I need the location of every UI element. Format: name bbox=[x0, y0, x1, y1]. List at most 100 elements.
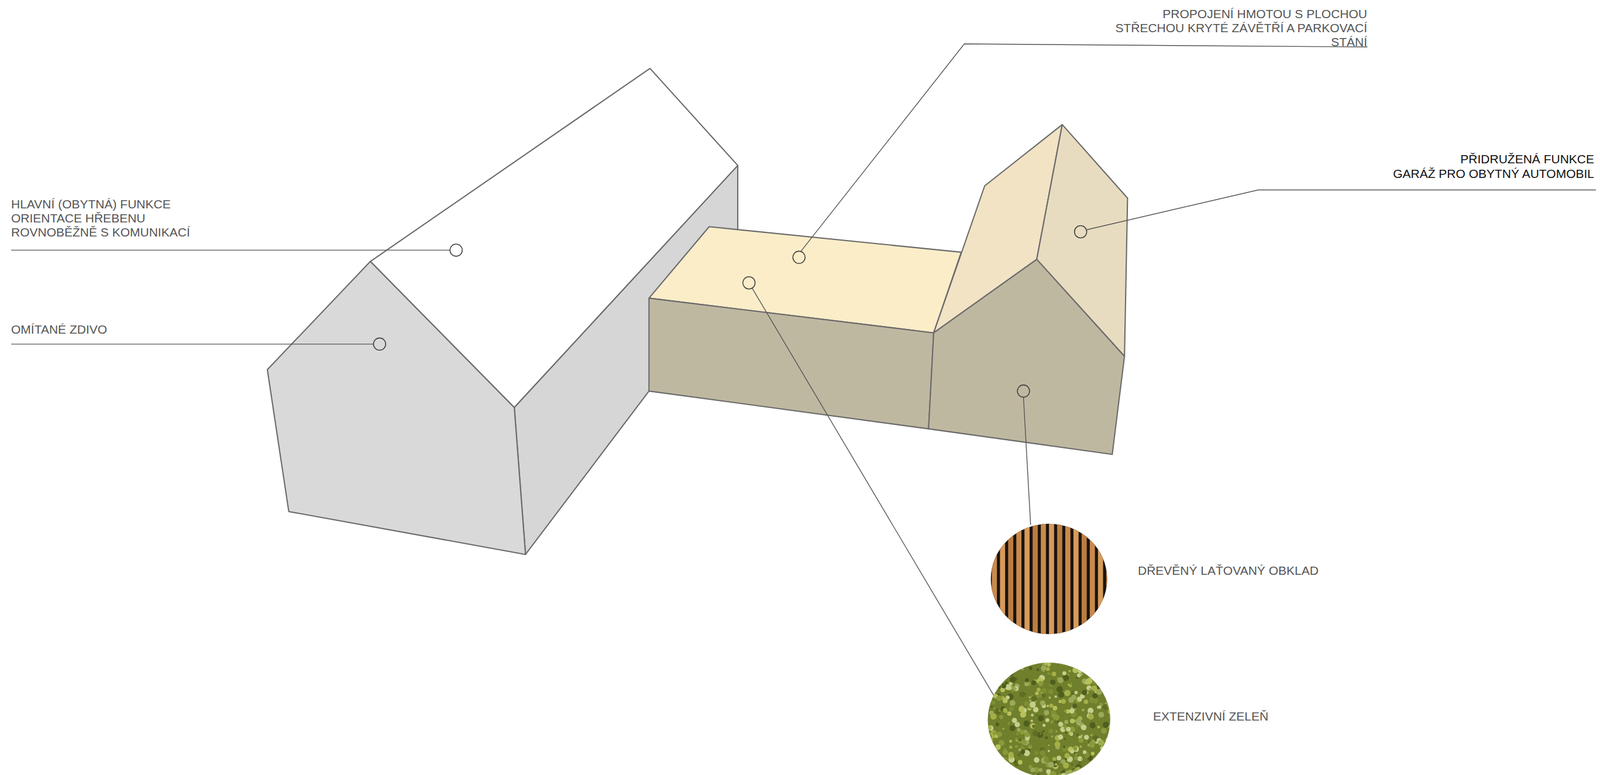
wood-slat bbox=[1007, 518, 1014, 641]
vegetation-dot bbox=[984, 677, 987, 680]
wood-slat bbox=[1048, 518, 1055, 641]
vegetation-dot bbox=[992, 655, 997, 661]
vegetation-dot bbox=[1100, 745, 1106, 750]
vegetation-dot bbox=[1048, 703, 1054, 708]
vegetation-dot bbox=[1102, 761, 1110, 769]
vegetation-dot bbox=[1071, 694, 1077, 700]
vegetation-dot bbox=[999, 668, 1001, 670]
vegetation-dot bbox=[1102, 721, 1110, 728]
vegetation-dot bbox=[1048, 744, 1051, 746]
vegetation-dot bbox=[1079, 659, 1083, 663]
vegetation-dot bbox=[995, 659, 1002, 666]
wood-slat bbox=[1032, 518, 1038, 641]
vegetation-dot bbox=[1081, 689, 1087, 695]
vegetation-dot bbox=[993, 759, 997, 763]
vegetation-dot bbox=[1072, 703, 1078, 708]
vegetation-dot bbox=[1081, 724, 1087, 731]
vegetation-dot bbox=[1009, 661, 1013, 664]
vegetation-dot bbox=[982, 672, 987, 677]
vegetation-dot bbox=[985, 683, 990, 688]
vegetation-dot bbox=[1007, 669, 1014, 676]
vegetation-dot bbox=[1016, 660, 1023, 667]
vegetation-dot bbox=[983, 769, 987, 773]
vegetation-dot bbox=[1093, 768, 1099, 773]
vegetation-dot bbox=[1003, 756, 1009, 762]
vegetation-dot bbox=[1106, 665, 1109, 669]
vegetation-dot bbox=[1103, 746, 1109, 751]
vegetation-dot bbox=[1010, 772, 1017, 775]
vegetation-dot bbox=[1070, 773, 1077, 775]
vegetation-dot bbox=[993, 668, 998, 672]
vegetation-dot bbox=[1005, 659, 1009, 664]
vegetation-dot bbox=[987, 759, 990, 763]
vegetation-dot bbox=[1035, 773, 1042, 775]
vegetation-dot bbox=[1092, 771, 1096, 775]
vegetation-dot bbox=[1031, 695, 1038, 702]
vegetation-dot bbox=[998, 680, 1003, 685]
vegetation-dot bbox=[1097, 672, 1101, 676]
vegetation-dot bbox=[1030, 713, 1034, 717]
vegetation-dot bbox=[1062, 671, 1067, 676]
vegetation-dot bbox=[1089, 687, 1092, 690]
vegetation-dot bbox=[991, 705, 993, 708]
vegetation-dot bbox=[1017, 752, 1021, 756]
vegetation-dot bbox=[998, 709, 1001, 712]
vegetation-dot bbox=[1030, 718, 1034, 722]
vegetation-dot bbox=[1093, 661, 1100, 667]
vegetation-dot bbox=[1108, 669, 1113, 675]
green-roof-swatch bbox=[982, 655, 1116, 775]
wood-slat bbox=[1098, 518, 1104, 641]
vegetation-dot bbox=[1098, 704, 1102, 709]
vegetation-dot bbox=[1087, 767, 1094, 774]
vegetation-dot bbox=[1062, 674, 1070, 681]
vegetation-dot bbox=[1002, 662, 1007, 667]
vegetation-dot bbox=[1058, 656, 1063, 660]
vegetation-dot bbox=[1085, 764, 1089, 767]
vegetation-dot bbox=[1110, 682, 1116, 688]
vegetation-dot bbox=[1098, 740, 1102, 744]
vegetation-dot bbox=[1051, 734, 1054, 738]
vegetation-dot bbox=[1095, 721, 1098, 725]
vegetation-dot bbox=[1110, 755, 1113, 758]
vegetation-dot bbox=[1108, 737, 1113, 742]
vegetation-dot bbox=[1086, 685, 1092, 690]
vegetation-dot bbox=[1110, 761, 1113, 763]
callout-note: GARÁŽ PRO OBYTNÝ AUTOMOBIL bbox=[1392, 166, 1595, 181]
vegetation-dot bbox=[1099, 754, 1105, 759]
vegetation-dot bbox=[1020, 710, 1027, 718]
wood-cladding-swatch bbox=[987, 518, 1111, 641]
callout-note: PROPOJENÍ HMOTOU S PLOCHOU STŘECHOU KRYT… bbox=[1106, 7, 1368, 50]
wood-slat bbox=[1057, 518, 1063, 641]
vegetation-dot bbox=[1070, 682, 1073, 684]
vegetation-dot bbox=[1081, 707, 1085, 711]
leader-line bbox=[1023, 397, 1031, 525]
vegetation-dot bbox=[1014, 744, 1018, 748]
leader-line bbox=[800, 43, 1368, 251]
vegetation-dot bbox=[993, 683, 999, 688]
vegetation-dot bbox=[1089, 740, 1096, 747]
vegetation-dot bbox=[1072, 666, 1079, 673]
vegetation-dot bbox=[1054, 741, 1061, 748]
vegetation-dot bbox=[1065, 731, 1068, 734]
vegetation-dot bbox=[1042, 729, 1045, 732]
vegetation-dot bbox=[988, 749, 994, 756]
vegetation-dot bbox=[1064, 658, 1069, 663]
vegetation-dot bbox=[1051, 713, 1056, 718]
vegetation-dot bbox=[1041, 693, 1046, 698]
vegetation-dot bbox=[993, 668, 999, 674]
vegetation-dot bbox=[1083, 699, 1089, 704]
vegetation-dot bbox=[1032, 730, 1039, 736]
vegetation-dot bbox=[1060, 772, 1067, 775]
vegetation-dot bbox=[1081, 757, 1083, 760]
vegetation-dot bbox=[1064, 737, 1066, 740]
vegetation-dot bbox=[1048, 728, 1054, 734]
vegetation-dot bbox=[1012, 659, 1014, 662]
callout-marker bbox=[449, 243, 463, 257]
vegetation-dot bbox=[1050, 770, 1057, 775]
vegetation-dot bbox=[1045, 662, 1048, 666]
vegetation-dot bbox=[1108, 758, 1114, 765]
vegetation-dot bbox=[1076, 665, 1080, 669]
vegetation-dot bbox=[1039, 732, 1042, 735]
vegetation-dot bbox=[1057, 772, 1061, 775]
